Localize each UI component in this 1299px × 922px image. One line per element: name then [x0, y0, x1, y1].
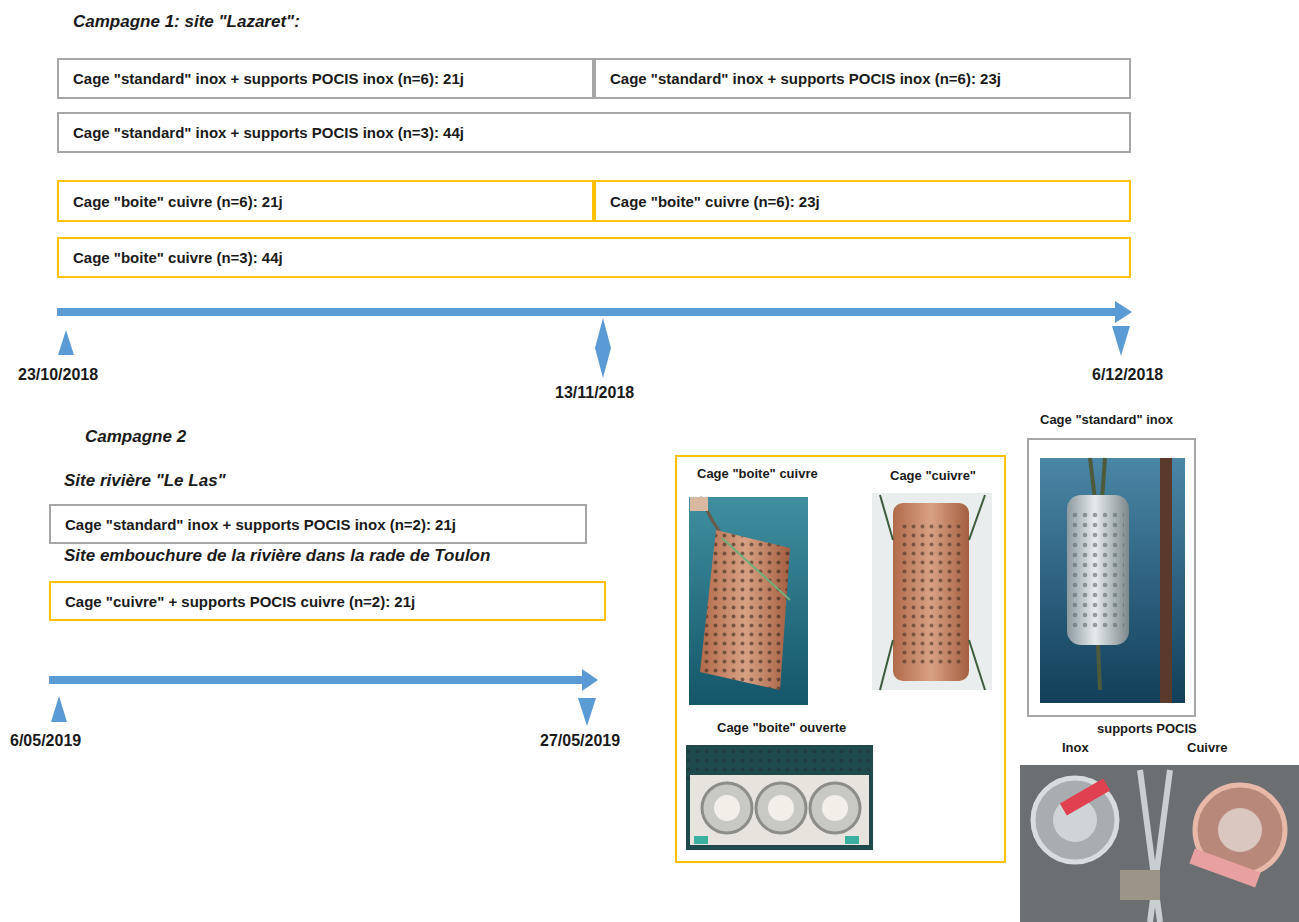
timeline-box: Cage "standard" inox + supports POCIS in…: [594, 58, 1131, 99]
date-label: 6/05/2019: [10, 732, 81, 750]
photo-frame-border: [1027, 438, 1196, 717]
box-text: Cage "boite" cuivre (n=6): 21j: [73, 193, 283, 210]
timeline-box: Cage "boite" cuivre (n=6): 21j: [57, 180, 594, 222]
date-label: supports POCIS: [1097, 721, 1197, 736]
timeline-box: Cage "boite" cuivre (n=3): 44j: [57, 237, 1131, 278]
photo-boite-ouverte: [686, 745, 873, 850]
timeline-1: [57, 301, 1132, 378]
timeline-box: Cage "standard" inox + supports POCIS in…: [49, 504, 587, 544]
box-text: Cage "boite" cuivre (n=3): 44j: [73, 249, 283, 266]
photo-caption: Cage "cuivre": [890, 468, 976, 483]
timeline-2: [49, 669, 598, 726]
section-heading: Campagne 2: [85, 427, 186, 447]
date-label: 13/11/2018: [555, 384, 634, 402]
photo-caption: Cage "boite" ouverte: [717, 720, 846, 735]
photo-cage-standard: [1040, 458, 1185, 703]
photo-frame: Cage "boite" cuivre Cage "cuivre" Cage "bo…: [675, 455, 1006, 863]
section-heading: Site rivière "Le Las": [64, 471, 226, 491]
date-label: Inox: [1062, 740, 1089, 755]
timeline-box: Cage "boite" cuivre (n=6): 23j: [594, 180, 1131, 222]
box-text: Cage "boite" cuivre (n=6): 23j: [610, 193, 820, 210]
section-heading: Campagne 1: site "Lazaret":: [73, 12, 300, 32]
box-text: Cage "cuivre" + supports POCIS cuivre (n…: [65, 593, 415, 610]
timeline-box: Cage "standard" inox + supports POCIS in…: [57, 58, 594, 99]
timeline-box: Cage "standard" inox + supports POCIS in…: [57, 112, 1131, 153]
section-heading: Site embouchure de la rivière dans la ra…: [64, 546, 490, 566]
photo-boite-cuivre: [689, 497, 808, 705]
timeline-box: Cage "cuivre" + supports POCIS cuivre (n…: [49, 581, 606, 621]
box-text: Cage "standard" inox + supports POCIS in…: [610, 70, 1001, 87]
photo-cage-cuivre: [872, 493, 992, 690]
box-text: Cage "standard" inox + supports POCIS in…: [73, 70, 464, 87]
photo-caption: Cage "boite" cuivre: [697, 466, 818, 481]
date-label: 6/12/2018: [1092, 366, 1163, 384]
box-text: Cage "standard" inox + supports POCIS in…: [73, 124, 464, 141]
date-label: 27/05/2019: [540, 732, 620, 750]
date-label: Cuivre: [1187, 740, 1227, 755]
box-text: Cage "standard" inox + supports POCIS in…: [65, 516, 456, 533]
photo-heading: Cage "standard" inox: [1040, 412, 1173, 427]
date-label: 23/10/2018: [18, 366, 98, 384]
photo-frame: Cage "standard" inox: [1027, 408, 1196, 717]
photo-supports-pocis: [1020, 765, 1299, 922]
